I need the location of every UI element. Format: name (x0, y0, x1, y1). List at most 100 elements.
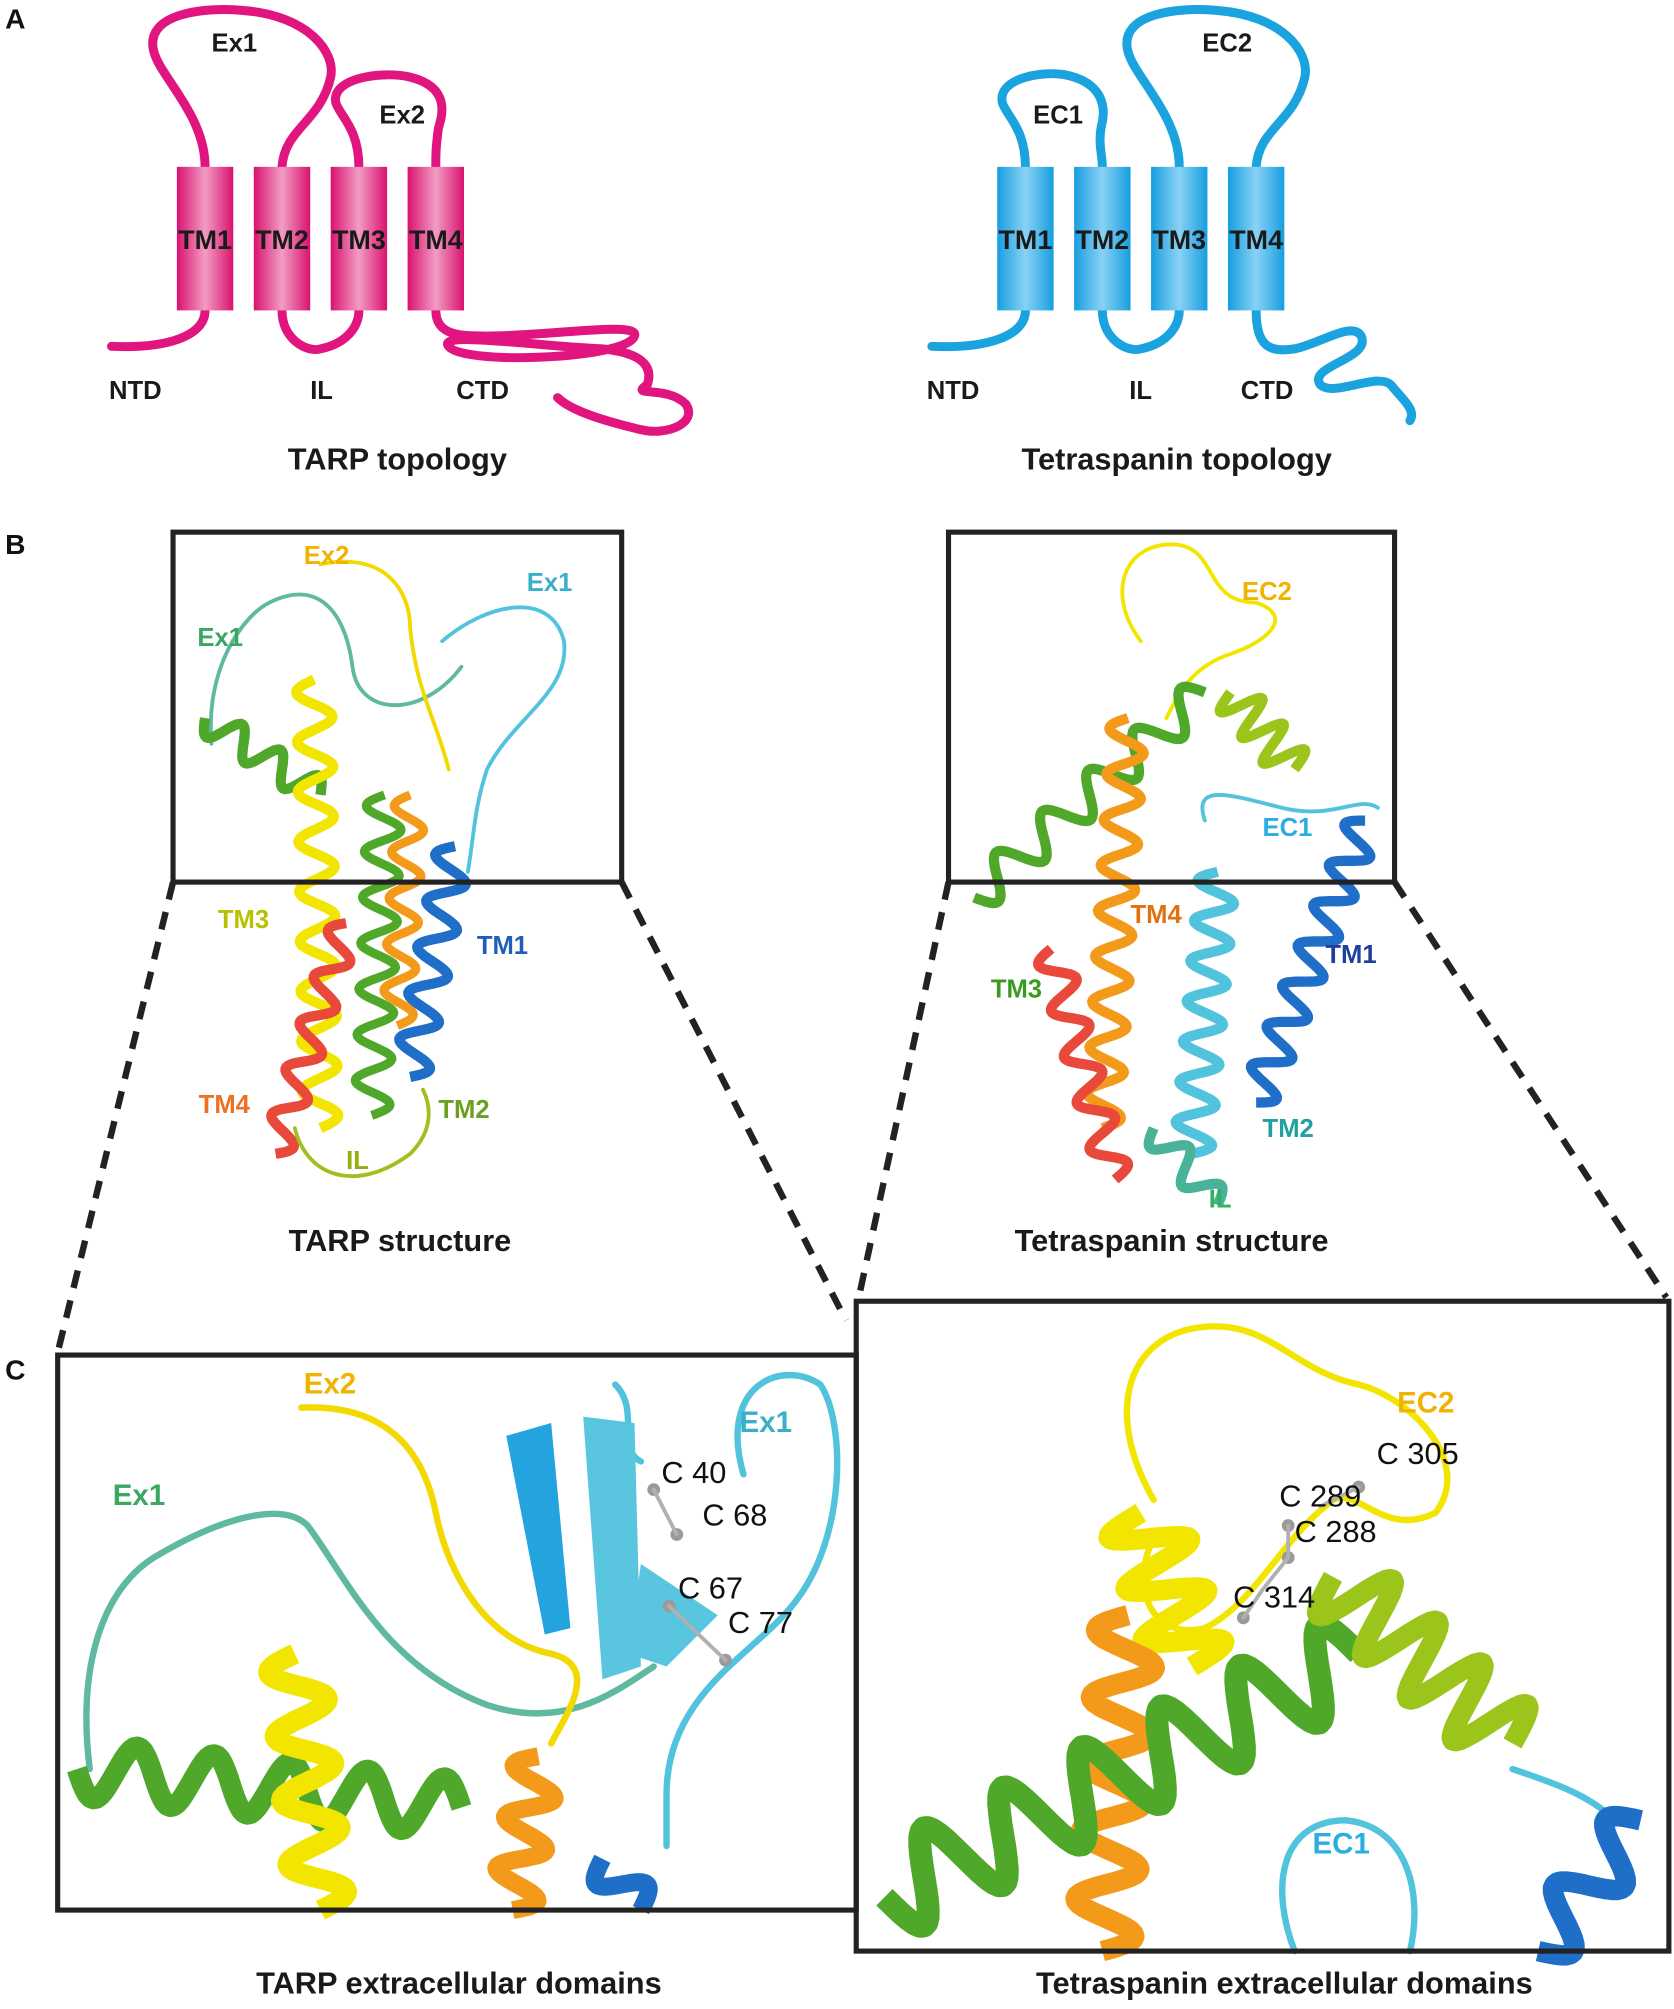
cysteine-label: C 68 (702, 1498, 767, 1533)
helix (1143, 1126, 1228, 1208)
cysteine-label: C 305 (1377, 1436, 1459, 1471)
tarp-ex2-loop (331, 70, 447, 172)
tetraspanin-il (1097, 305, 1184, 354)
helix (972, 681, 1207, 909)
tetraspanin-ec2-loop (1122, 5, 1310, 172)
tetraspanin-tm2-label: TM2 (1263, 1115, 1314, 1143)
helix (258, 1644, 358, 1920)
tetraspanin-tm4 (1227, 166, 1285, 311)
tetraspanin-topology-title: Tetraspanin topology (1021, 441, 1331, 476)
tarp-il-label: IL (310, 377, 333, 405)
zoom-line (855, 881, 952, 1299)
tarp-tm3-label: TM3 (218, 906, 269, 934)
helix (876, 1613, 1367, 1938)
tarp-extracellular-ribbon (67, 1372, 841, 1920)
tarp-zoom-box (170, 529, 625, 885)
helix (394, 841, 472, 1082)
tetraspanin-structure-title: Tetraspanin structure (1015, 1223, 1329, 1258)
helix (1098, 1503, 1235, 1676)
tetraspanin-tm3 (1151, 166, 1208, 311)
helix (1214, 689, 1311, 773)
tetraspanin-ec2-label: EC2 (1397, 1387, 1454, 1420)
tetraspanin-tm1-label: TM1 (1325, 941, 1376, 969)
tetraspanin-zoom-box (945, 529, 1398, 885)
tarp-il-label: IL (346, 1147, 369, 1175)
tetraspanin-tm3-label: TM3 (991, 975, 1042, 1003)
helix (487, 1747, 564, 1919)
tarp-ntd-label: NTD (109, 377, 162, 405)
helix (1245, 815, 1376, 1108)
panel-label-b: B (5, 528, 25, 560)
tetraspanin-ec2-label: EC2 (1242, 578, 1292, 606)
tarp-topology-title: TARP topology (288, 441, 507, 476)
loop (298, 1404, 581, 1747)
tarp-ntd (107, 305, 210, 352)
tarp-tm2 (253, 166, 311, 311)
tetraspanin-ec2-label: EC2 (1202, 29, 1252, 57)
cysteine-label: C 67 (678, 1571, 743, 1606)
tetraspanin-il-label: IL (1209, 1186, 1232, 1214)
loop (1120, 542, 1278, 720)
tarp-ex1-label: Ex1 (197, 624, 243, 652)
tarp-tm3-label: TM3 (332, 225, 386, 255)
tarp-ex1-label: Ex1 (740, 1406, 792, 1439)
tarp-tm1-label: TM1 (178, 225, 232, 255)
tetraspanin-tm2-label: TM2 (1075, 225, 1129, 255)
tarp-ex1-label: Ex1 (211, 29, 257, 57)
tarp-tm4 (407, 166, 465, 311)
loop (1279, 1817, 1418, 1955)
cysteine-label: C 77 (728, 1605, 793, 1640)
tetraspanin-ec1-loop (997, 69, 1108, 172)
loop (83, 1510, 657, 1773)
tetraspanin-structure-ribbon (972, 542, 1380, 1208)
tetraspanin-ec1-label: EC1 (1033, 101, 1083, 129)
helix (1170, 866, 1240, 1159)
tarp-tm2-label: TM2 (255, 225, 309, 255)
cysteine-label: C 40 (661, 1455, 726, 1490)
tetraspanin-ec1-label: EC1 (1313, 1828, 1370, 1861)
tarp-ex2-label: Ex2 (304, 542, 350, 570)
tarp-ex2-label: Ex2 (379, 101, 425, 129)
tarp-ex1-label: Ex1 (527, 569, 573, 597)
helix (266, 918, 356, 1159)
loop (440, 605, 567, 874)
loop (1200, 793, 1380, 823)
tarp-ex1-label: Ex1 (113, 1479, 165, 1512)
tetraspanin-ntd-label: NTD (927, 377, 980, 405)
helix (585, 1854, 658, 1915)
tarp-structure-ribbon (198, 559, 567, 1178)
tarp-tm4-label: TM4 (409, 225, 463, 255)
loop (651, 1487, 728, 1663)
tarp-ctd-label: CTD (456, 377, 509, 405)
tetraspanin-ctd-label: CTD (1241, 377, 1294, 405)
cysteine-label: C 288 (1295, 1514, 1377, 1549)
zoom-line (1391, 880, 1669, 1300)
loop (208, 592, 464, 746)
tetraspanin-topology (927, 5, 1416, 426)
tetraspanin-tm2 (1074, 166, 1131, 311)
tarp-topology (107, 5, 693, 436)
tarp-helices (176, 166, 465, 311)
beta-strand (628, 1563, 718, 1667)
loop (1241, 1485, 1361, 1620)
loop (292, 1087, 431, 1178)
zoom-line (618, 880, 849, 1322)
helix (379, 790, 429, 1030)
tarp-ex1-loop (148, 5, 336, 172)
panel-label-c: C (5, 1353, 25, 1385)
helix (1306, 1568, 1539, 1752)
tetraspanin-tm4-label: TM4 (1131, 901, 1183, 929)
tarp-il (277, 305, 364, 354)
tarp-tm2-label: TM2 (438, 1096, 489, 1124)
loop (318, 559, 451, 772)
helix (1081, 713, 1149, 1134)
zoom-line (54, 881, 177, 1354)
tarp-ctd (431, 305, 693, 436)
loop (1123, 1323, 1451, 1634)
tetraspanin-ctd (1251, 305, 1416, 426)
tetraspanin-tm4-label: TM4 (1229, 225, 1283, 255)
tetraspanin-il-label: IL (1129, 377, 1152, 405)
cysteine-label: C 314 (1233, 1580, 1315, 1615)
tetraspanin-extracellular-box (853, 1298, 1672, 1954)
beta-strand (506, 1423, 571, 1635)
